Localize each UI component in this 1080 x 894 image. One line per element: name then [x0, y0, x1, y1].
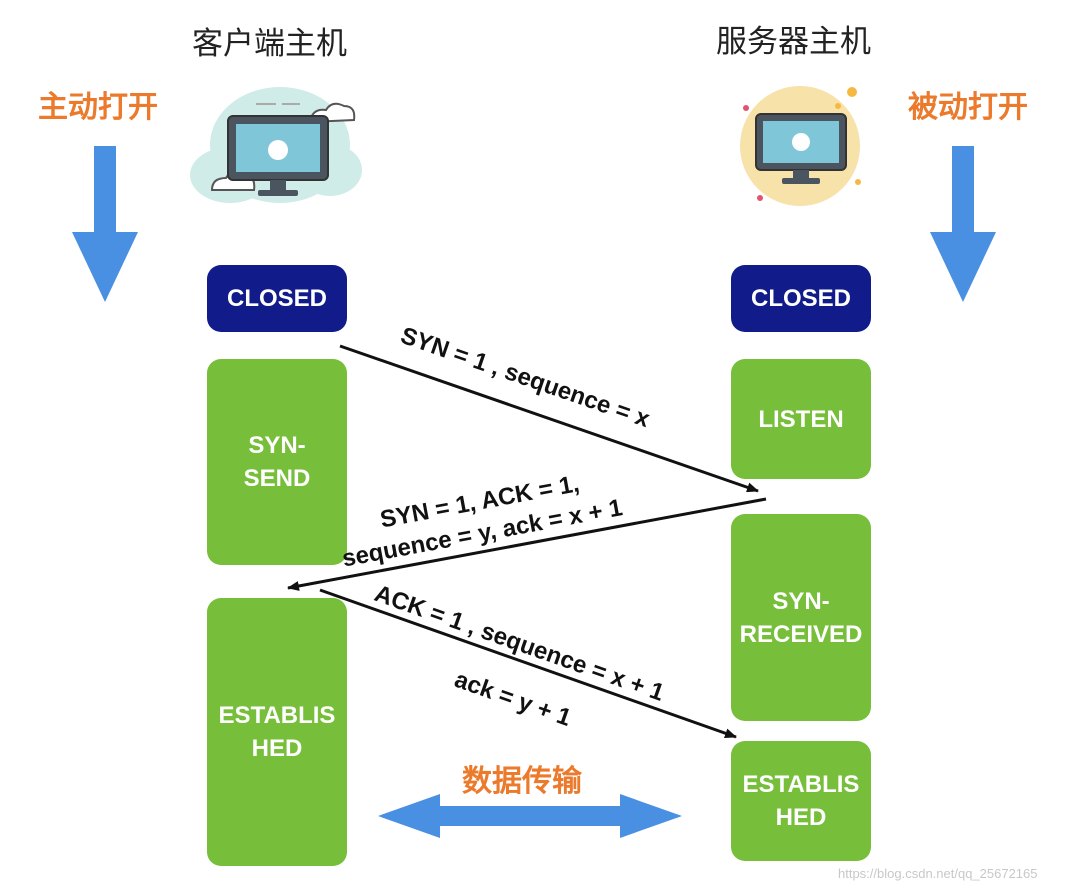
- client-title: 客户端主机: [192, 26, 347, 61]
- computer-cloud-icon: [190, 87, 362, 203]
- double-arrow-icon: [378, 794, 682, 838]
- syn-ack-arrow: [287, 497, 767, 591]
- server-state-syn-received: SYN- RECEIVED: [731, 514, 871, 721]
- syn-arrow: [339, 344, 759, 493]
- down-arrow-icon: [72, 146, 138, 302]
- down-arrow-icon: [930, 146, 996, 302]
- server-state-closed: CLOSED: [731, 265, 871, 332]
- watermark: https://blog.csdn.net/qq_25672165: [838, 866, 1038, 881]
- active-open-label: 主动打开: [38, 91, 158, 124]
- passive-open-label: 被动打开: [908, 91, 1028, 124]
- client-state-established: ESTABLIS HED: [207, 598, 347, 866]
- client-state-closed: CLOSED: [207, 265, 347, 332]
- server-state-listen: LISTEN: [731, 359, 871, 479]
- data-transfer-label: 数据传输: [462, 765, 582, 798]
- client-state-syn-send: SYN- SEND: [207, 359, 347, 565]
- server-state-established: ESTABLIS HED: [731, 741, 871, 861]
- server-title: 服务器主机: [716, 24, 871, 59]
- ack-arrow: [319, 588, 737, 739]
- computer-sun-icon: [740, 86, 861, 206]
